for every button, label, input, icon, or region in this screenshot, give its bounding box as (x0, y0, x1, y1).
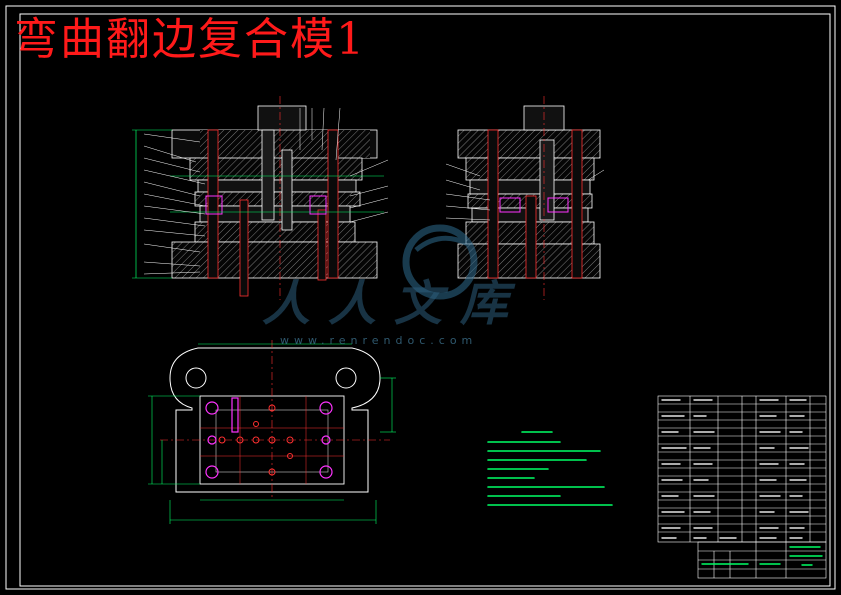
parts-list-table (657, 395, 827, 543)
front-section-view (132, 96, 389, 300)
drawing-title: 弯曲翻边复合模1 (14, 14, 366, 65)
watermark-logo (402, 224, 478, 300)
outer-border (5, 5, 836, 590)
title-block-scribbles (701, 546, 823, 566)
side-section-view (445, 96, 605, 300)
watermark-text: 人人文库 (262, 276, 527, 332)
technical-notes (487, 431, 613, 506)
plan-view (148, 340, 396, 524)
inner-border (19, 13, 831, 587)
parts-list-scribbles (661, 399, 809, 539)
watermark-url: www.renrendoc.com (280, 334, 478, 347)
